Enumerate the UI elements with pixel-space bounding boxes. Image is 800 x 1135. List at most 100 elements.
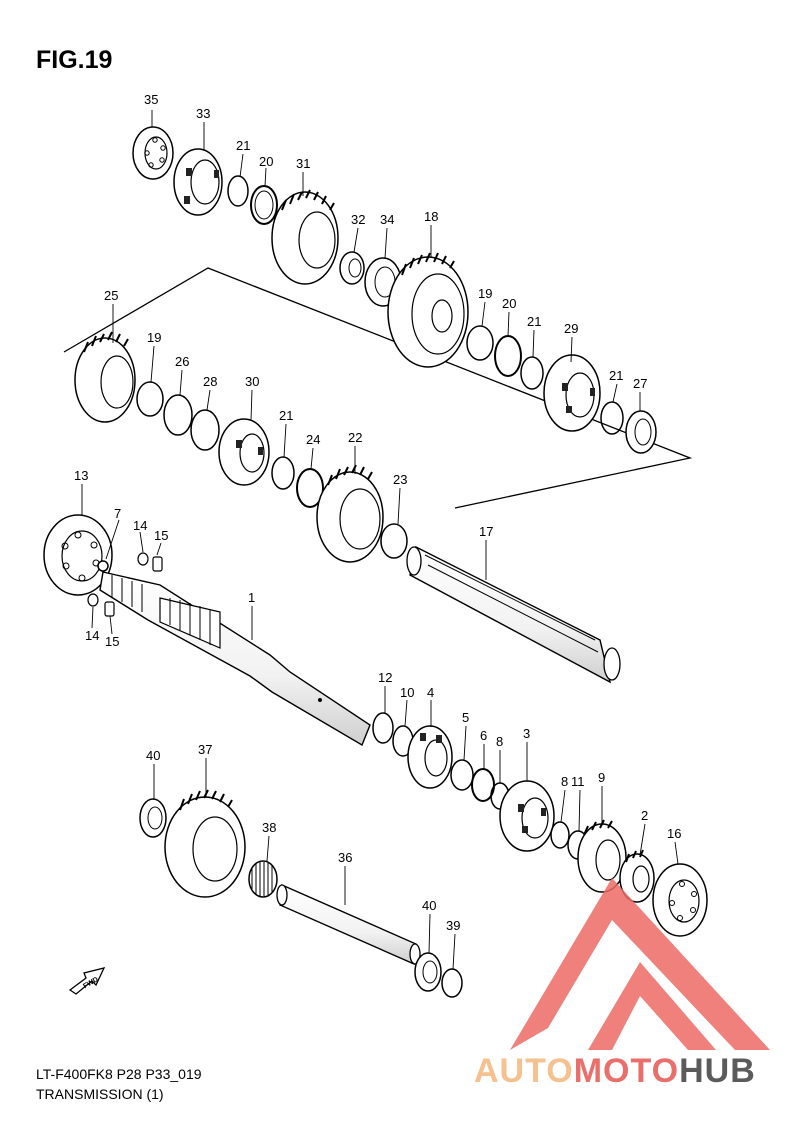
callout-32: 32 — [351, 212, 365, 227]
callout-30: 30 — [245, 374, 259, 389]
part-4-gear — [407, 725, 453, 789]
part-26-washer — [163, 394, 193, 436]
part-36-shaft — [276, 883, 421, 966]
callout-5: 5 — [462, 710, 469, 725]
callout-27: 27 — [633, 376, 647, 391]
callout-21b: 21 — [527, 314, 541, 329]
part-7-pin — [97, 560, 109, 572]
callout-16: 16 — [667, 826, 681, 841]
callout-11: 11 — [571, 774, 585, 789]
callout-22: 22 — [348, 430, 362, 445]
callout-21: 21 — [236, 138, 250, 153]
part-22-gear — [316, 464, 384, 563]
part-13-bearing — [43, 514, 113, 596]
leader-lines — [81, 110, 679, 970]
part-25-gear — [74, 331, 136, 423]
callout-25: 25 — [104, 288, 118, 303]
part-21-circlip-b — [520, 356, 544, 390]
part-19-bushing-b — [136, 381, 164, 417]
part-33-hub — [173, 148, 223, 216]
callout-10: 10 — [400, 685, 414, 700]
callout-24: 24 — [306, 432, 320, 447]
part-24-washer — [296, 468, 324, 508]
callout-26: 26 — [175, 354, 189, 369]
part-28-washer — [190, 409, 220, 451]
callout-14: 14 — [133, 518, 147, 533]
callout-1: 1 — [248, 590, 255, 605]
callout-4: 4 — [427, 685, 434, 700]
part-20-washer-b — [494, 335, 522, 377]
part-23-bushing — [380, 523, 408, 559]
callout-labels: 35 33 21 20 31 32 34 18 19 20 21 29 21 2… — [74, 92, 681, 933]
callout-20: 20 — [259, 154, 273, 169]
callout-7: 7 — [114, 506, 121, 521]
callout-37: 37 — [198, 742, 212, 757]
callout-3: 3 — [523, 726, 530, 741]
part-5-bushing — [450, 759, 474, 791]
fwd-arrow-icon: FWD — [68, 967, 106, 995]
part-12-washer — [372, 712, 394, 744]
callout-33: 33 — [196, 106, 210, 121]
part-17-countershaft — [406, 545, 621, 684]
part-1-mainshaft — [99, 571, 371, 747]
part-15-bolt — [152, 556, 163, 572]
callout-19b: 19 — [147, 330, 161, 345]
part-30-gear — [218, 418, 270, 486]
figure-caption: TRANSMISSION (1) — [36, 1086, 164, 1102]
subassembly-outline — [63, 267, 693, 509]
callout-36: 36 — [338, 850, 352, 865]
callout-20b: 20 — [502, 296, 516, 311]
part-32-bushing — [339, 251, 365, 285]
watermark-moto: MOTO — [573, 1052, 680, 1090]
callout-21c: 21 — [609, 368, 623, 383]
callout-21d: 21 — [279, 408, 293, 423]
part-31-gear — [271, 189, 339, 285]
part-3-gear — [499, 780, 555, 852]
callout-14b: 14 — [85, 628, 99, 643]
part-21-circlip-c — [600, 401, 624, 435]
callout-38: 38 — [262, 820, 276, 835]
callout-8b: 8 — [561, 774, 568, 789]
figure-code: LT-F400FK8 P28 P33_019 — [36, 1066, 202, 1082]
callout-15: 15 — [154, 528, 168, 543]
callout-40: 40 — [146, 748, 160, 763]
watermark-auto: AUTO — [474, 1052, 574, 1090]
part-29-gear — [543, 354, 601, 432]
part-9-gear — [577, 819, 627, 893]
callout-19: 19 — [478, 286, 492, 301]
callout-18: 18 — [424, 209, 438, 224]
callout-39: 39 — [446, 918, 460, 933]
part-37-gear — [164, 789, 246, 898]
callout-34: 34 — [380, 212, 394, 227]
callout-40b: 40 — [422, 898, 436, 913]
watermark-logo-icon — [510, 878, 770, 1050]
callout-29: 29 — [564, 321, 578, 336]
part-20-washer — [250, 185, 278, 225]
part-38-needle-bearing — [248, 860, 278, 898]
part-21-circlip-d — [271, 456, 295, 490]
callout-15b: 15 — [105, 634, 119, 649]
part-16-bearing — [652, 863, 708, 937]
part-18-gear — [387, 252, 469, 368]
callout-2: 2 — [641, 808, 648, 823]
callout-13: 13 — [74, 468, 88, 483]
part-39-circlip — [441, 968, 463, 998]
callout-31: 31 — [296, 156, 310, 171]
callout-9: 9 — [598, 770, 605, 785]
part-21-circlip — [227, 175, 249, 207]
part-14-washer-b — [87, 593, 99, 607]
part-2-gear — [619, 849, 655, 903]
part-15-bolt-b — [104, 601, 115, 617]
part-8-circlip-b — [550, 821, 570, 849]
callout-23: 23 — [393, 472, 407, 487]
watermark-hub: HUB — [679, 1052, 756, 1090]
watermark-text: AUTOMOTOHUB — [474, 1052, 756, 1091]
callout-28: 28 — [203, 374, 217, 389]
figure-title: FIG.19 — [36, 46, 113, 74]
part-19-bushing — [466, 325, 494, 361]
callout-35: 35 — [144, 92, 158, 107]
part-14-washer — [137, 552, 149, 566]
part-6-washer — [471, 768, 495, 802]
